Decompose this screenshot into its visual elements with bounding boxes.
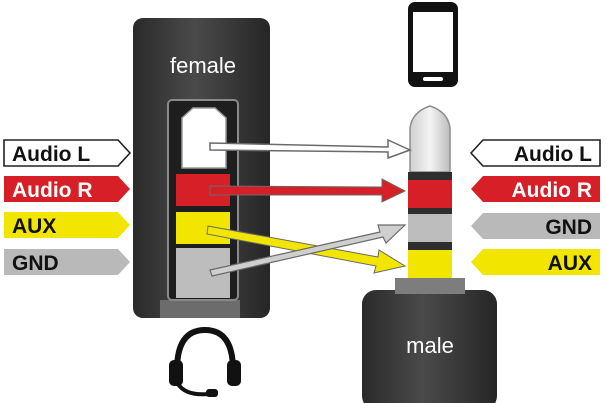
female-jack: female bbox=[133, 18, 270, 318]
female-label-audio-l-text: Audio L bbox=[12, 143, 90, 166]
male-label-audio-l: Audio L bbox=[469, 139, 601, 167]
male-label-aux: AUX bbox=[471, 249, 600, 275]
female-label-audio-r: Audio R bbox=[4, 176, 130, 202]
female-ring2-contact bbox=[176, 212, 230, 244]
headset-icon bbox=[169, 326, 241, 397]
female-label-audio-r-text: Audio R bbox=[12, 179, 92, 202]
female-label-aux: AUX bbox=[4, 212, 130, 238]
female-label-aux-text: AUX bbox=[12, 215, 56, 238]
male-plug-collar bbox=[395, 278, 465, 294]
male-label-gnd: GND bbox=[471, 213, 600, 239]
female-label-audio-l: Audio L bbox=[3, 139, 132, 167]
male-label-aux-text: AUX bbox=[548, 252, 592, 275]
male-ring-gray bbox=[408, 214, 452, 242]
male-label-gnd-text: GND bbox=[545, 216, 592, 239]
male-sleeve-yellow bbox=[408, 250, 452, 278]
male-label-audio-r-text: Audio R bbox=[512, 179, 592, 202]
male-plug-body bbox=[362, 290, 497, 403]
connection-arrows bbox=[206, 138, 412, 277]
male-insulator-3 bbox=[408, 242, 452, 250]
female-labels: Audio L Audio R AUX GND bbox=[3, 139, 132, 275]
male-ring-red bbox=[408, 180, 452, 208]
female-tip-contact bbox=[181, 107, 227, 169]
male-label-audio-l-text: Audio L bbox=[514, 143, 592, 166]
female-title: female bbox=[170, 53, 236, 78]
female-label-gnd-text: GND bbox=[12, 252, 59, 275]
arrow-audio-r bbox=[209, 178, 407, 203]
female-label-gnd: GND bbox=[4, 249, 130, 275]
arrow-gnd bbox=[209, 224, 407, 277]
male-insulator-1 bbox=[408, 172, 452, 180]
arrow-audio-l bbox=[209, 138, 412, 160]
female-jack-rim bbox=[160, 300, 240, 318]
male-labels: Audio L Audio R GND AUX bbox=[469, 139, 601, 275]
male-tip bbox=[409, 105, 451, 173]
male-plug: male bbox=[362, 105, 497, 403]
male-label-audio-r: Audio R bbox=[471, 176, 600, 202]
male-insulator-2 bbox=[408, 208, 452, 214]
smartphone-icon bbox=[408, 2, 458, 87]
male-title: male bbox=[406, 333, 454, 358]
